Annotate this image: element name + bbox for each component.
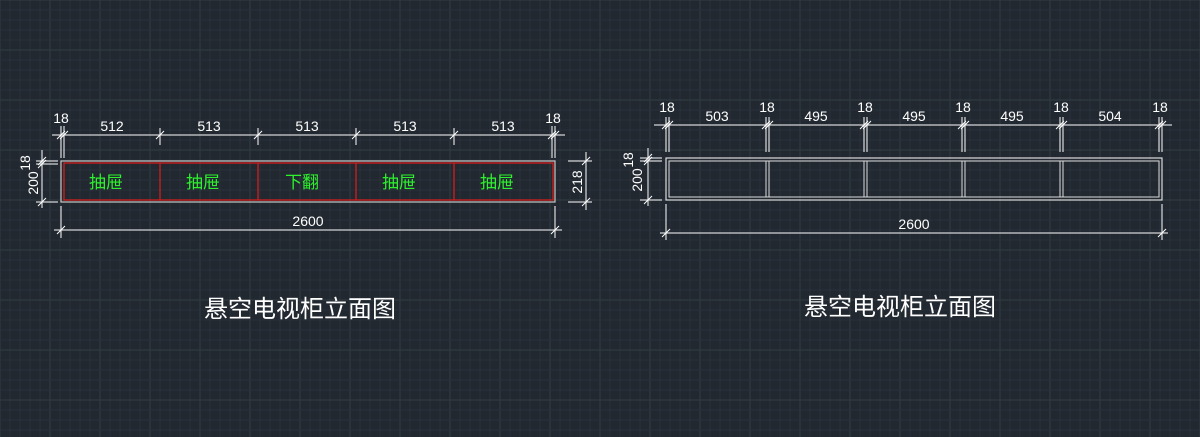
dimension-text: 18 bbox=[659, 99, 675, 115]
dimension-text: 218 bbox=[569, 170, 585, 194]
left-elevation-drawing: 抽屉 抽屉 下翻 抽屉 抽屉 18 512 513 513 bbox=[17, 110, 592, 323]
right-vertical-dimension bbox=[568, 152, 592, 210]
drawing-title: 悬空电视柜立面图 bbox=[804, 293, 996, 321]
dimension-text: 18 bbox=[545, 110, 561, 126]
right-cabinet-outline bbox=[665, 157, 1163, 201]
left-bottom-dimension bbox=[54, 206, 562, 238]
dimension-text: 200 bbox=[25, 171, 41, 195]
dimension-text: 18 bbox=[759, 99, 775, 115]
compartment-label: 下翻 bbox=[285, 173, 319, 193]
left-vertical-dimension bbox=[36, 150, 58, 208]
dimension-text: 495 bbox=[1000, 108, 1024, 124]
dimension-text: 513 bbox=[295, 118, 319, 134]
compartment-label: 抽屉 bbox=[186, 173, 220, 193]
dimension-text: 18 bbox=[620, 152, 636, 168]
left-top-dimension bbox=[52, 126, 565, 158]
dimension-text: 18 bbox=[1152, 99, 1168, 115]
dimension-text: 512 bbox=[100, 118, 124, 134]
right-top-dimension bbox=[654, 117, 1172, 152]
dimension-text: 495 bbox=[804, 108, 828, 124]
dimension-text: 504 bbox=[1098, 108, 1122, 124]
right-partitions bbox=[765, 161, 1064, 197]
dimension-text: 18 bbox=[53, 110, 69, 126]
dimension-text: 513 bbox=[491, 118, 515, 134]
left-cabinet-inner bbox=[63, 162, 554, 201]
right-cabinet-inner bbox=[668, 160, 1160, 198]
dimension-text: 503 bbox=[705, 108, 729, 124]
right-elevation-drawing: 18 503 18 495 18 495 18 495 18 504 18 18… bbox=[620, 99, 1172, 321]
right-left-vertical-dimension bbox=[640, 148, 662, 206]
dimension-text: 513 bbox=[197, 118, 221, 134]
dimension-text: 513 bbox=[393, 118, 417, 134]
dimension-text: 2600 bbox=[292, 213, 323, 229]
left-cabinet-outline bbox=[60, 160, 556, 203]
compartment-label: 抽屉 bbox=[89, 173, 123, 193]
compartment-label: 抽屉 bbox=[480, 173, 514, 193]
dimension-text: 18 bbox=[955, 99, 971, 115]
dimension-text: 18 bbox=[17, 155, 33, 171]
dimension-text: 18 bbox=[857, 99, 873, 115]
dimension-text: 495 bbox=[902, 108, 926, 124]
dimension-text: 200 bbox=[629, 168, 645, 192]
compartment-label: 抽屉 bbox=[382, 173, 416, 193]
dimension-text: 18 bbox=[1053, 99, 1069, 115]
dimension-text: 2600 bbox=[898, 216, 929, 232]
drawing-title: 悬空电视柜立面图 bbox=[204, 295, 396, 323]
right-bottom-dimension bbox=[660, 204, 1168, 240]
